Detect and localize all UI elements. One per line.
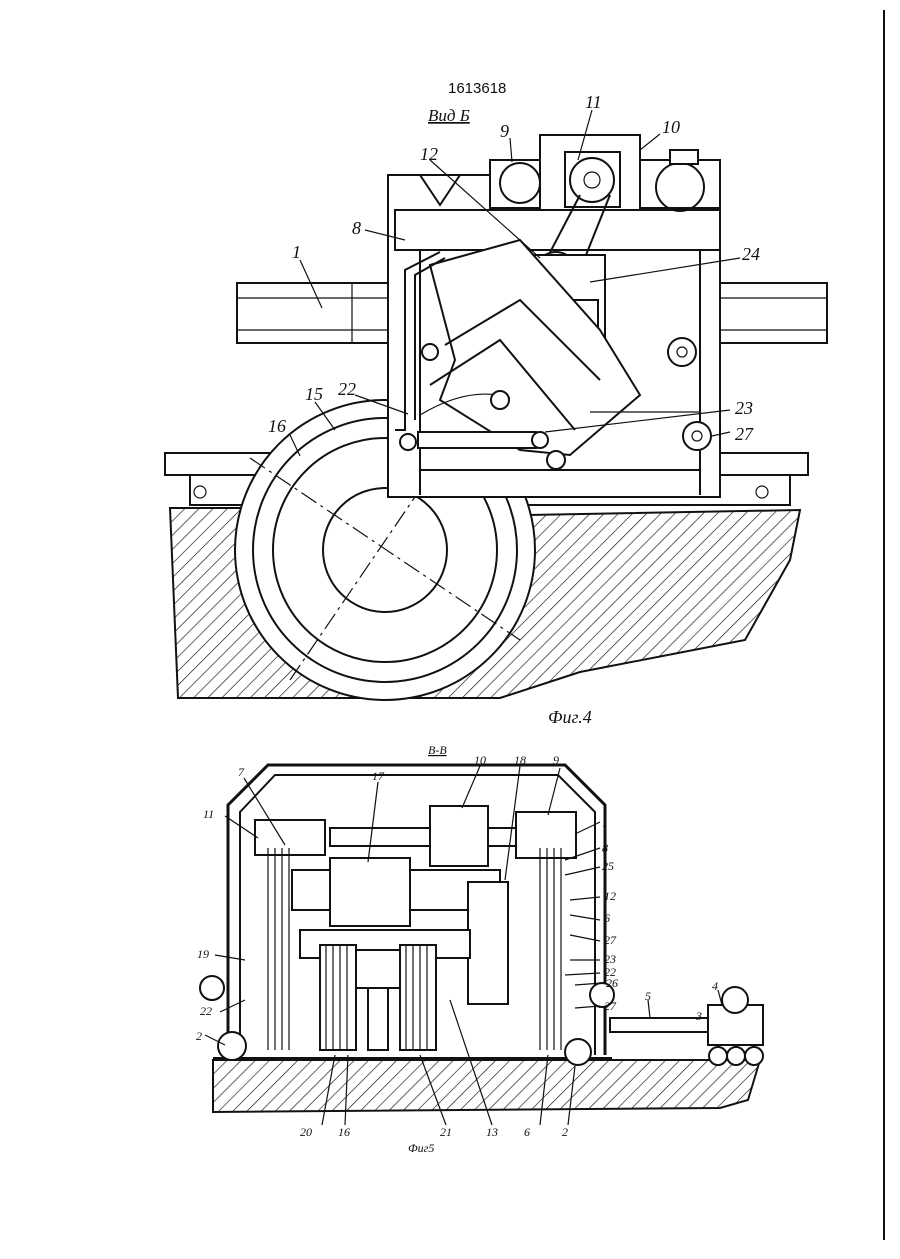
fig5-label-6-lower: 6 — [524, 1125, 530, 1139]
fig5-label-18: 18 — [514, 753, 526, 767]
fig5-ground — [213, 1060, 760, 1112]
fig4-label-15: 15 — [305, 384, 323, 404]
fig5-label-11: 11 — [203, 807, 214, 821]
fig5-label-12: 12 — [604, 889, 616, 903]
fig5-label-20: 20 — [300, 1125, 312, 1139]
fig5-label-7: 7 — [238, 765, 245, 779]
fig5-label-4: 4 — [712, 979, 718, 993]
fig4-label-24: 24 — [742, 244, 760, 264]
fig5-label-2-left: 2 — [196, 1029, 202, 1043]
fig5-label-13: 13 — [486, 1125, 498, 1139]
fig4-view-label: Вид Б — [428, 106, 470, 125]
fig5-label-22-left: 22 — [200, 1004, 212, 1018]
fig4-label-10: 10 — [662, 117, 680, 137]
fig4-cylinder-22 — [418, 432, 536, 448]
fig5-label-21: 21 — [440, 1125, 452, 1139]
figure-5: В-В — [196, 743, 763, 1155]
fig5-label-5: 5 — [645, 989, 651, 1003]
fig5-motor-10 — [430, 806, 488, 866]
fig5-label-6-upper: 6 — [604, 911, 610, 925]
fig5-label-25: 25 — [602, 859, 614, 873]
patent-number: 1613618 — [448, 80, 506, 97]
fig5-label-2-right: 2 — [562, 1125, 568, 1139]
fig5-wheel-2-left — [218, 1032, 246, 1060]
fig4-label-16: 16 — [268, 416, 286, 436]
fig4-label-9: 9 — [500, 121, 509, 141]
fig4-label-27: 27 — [735, 424, 754, 444]
fig5-label-27-upper: 27 — [604, 933, 617, 947]
figure-4: Вид Б — [165, 92, 827, 727]
fig5-label-16: 16 — [338, 1125, 350, 1139]
fig4-label-12: 12 — [420, 144, 438, 164]
fig4-label-11: 11 — [585, 92, 602, 112]
fig5-motor-9 — [516, 812, 576, 858]
fig5-lamp-4 — [722, 987, 748, 1013]
fig4-label-1: 1 — [292, 242, 301, 262]
fig5-label-3: 3 — [695, 1009, 702, 1023]
fig5-label-19: 19 — [197, 947, 209, 961]
fig5-label-8: 8 — [602, 841, 608, 855]
fig5-label-17: 17 — [372, 769, 385, 783]
fig5-label-27-lower: 27 — [604, 999, 617, 1013]
fig5-unit-18 — [468, 882, 508, 1004]
fig5-gearbox-17 — [330, 858, 410, 926]
fig5-label-23: 23 — [604, 952, 616, 966]
fig5-label-1: 1 — [602, 816, 608, 830]
fig4-roller-27b — [683, 422, 711, 450]
fig5-section-label: В-В — [428, 743, 447, 757]
fig4-label-23: 23 — [735, 398, 753, 418]
fig4-label-8: 8 — [352, 218, 361, 238]
fig4-roller-27a — [668, 338, 696, 366]
fig5-wheel-2-right — [565, 1039, 591, 1065]
fig5-label-10: 10 — [474, 753, 486, 767]
fig5-label-26: 26 — [606, 976, 618, 990]
fig4-label-22: 22 — [338, 379, 356, 399]
fig5-label-9: 9 — [553, 753, 559, 767]
fig5-arm-5 — [610, 1018, 710, 1032]
fig4-caption: Фиг.4 — [548, 707, 592, 727]
fig5-caption: Фиг5 — [408, 1141, 434, 1155]
